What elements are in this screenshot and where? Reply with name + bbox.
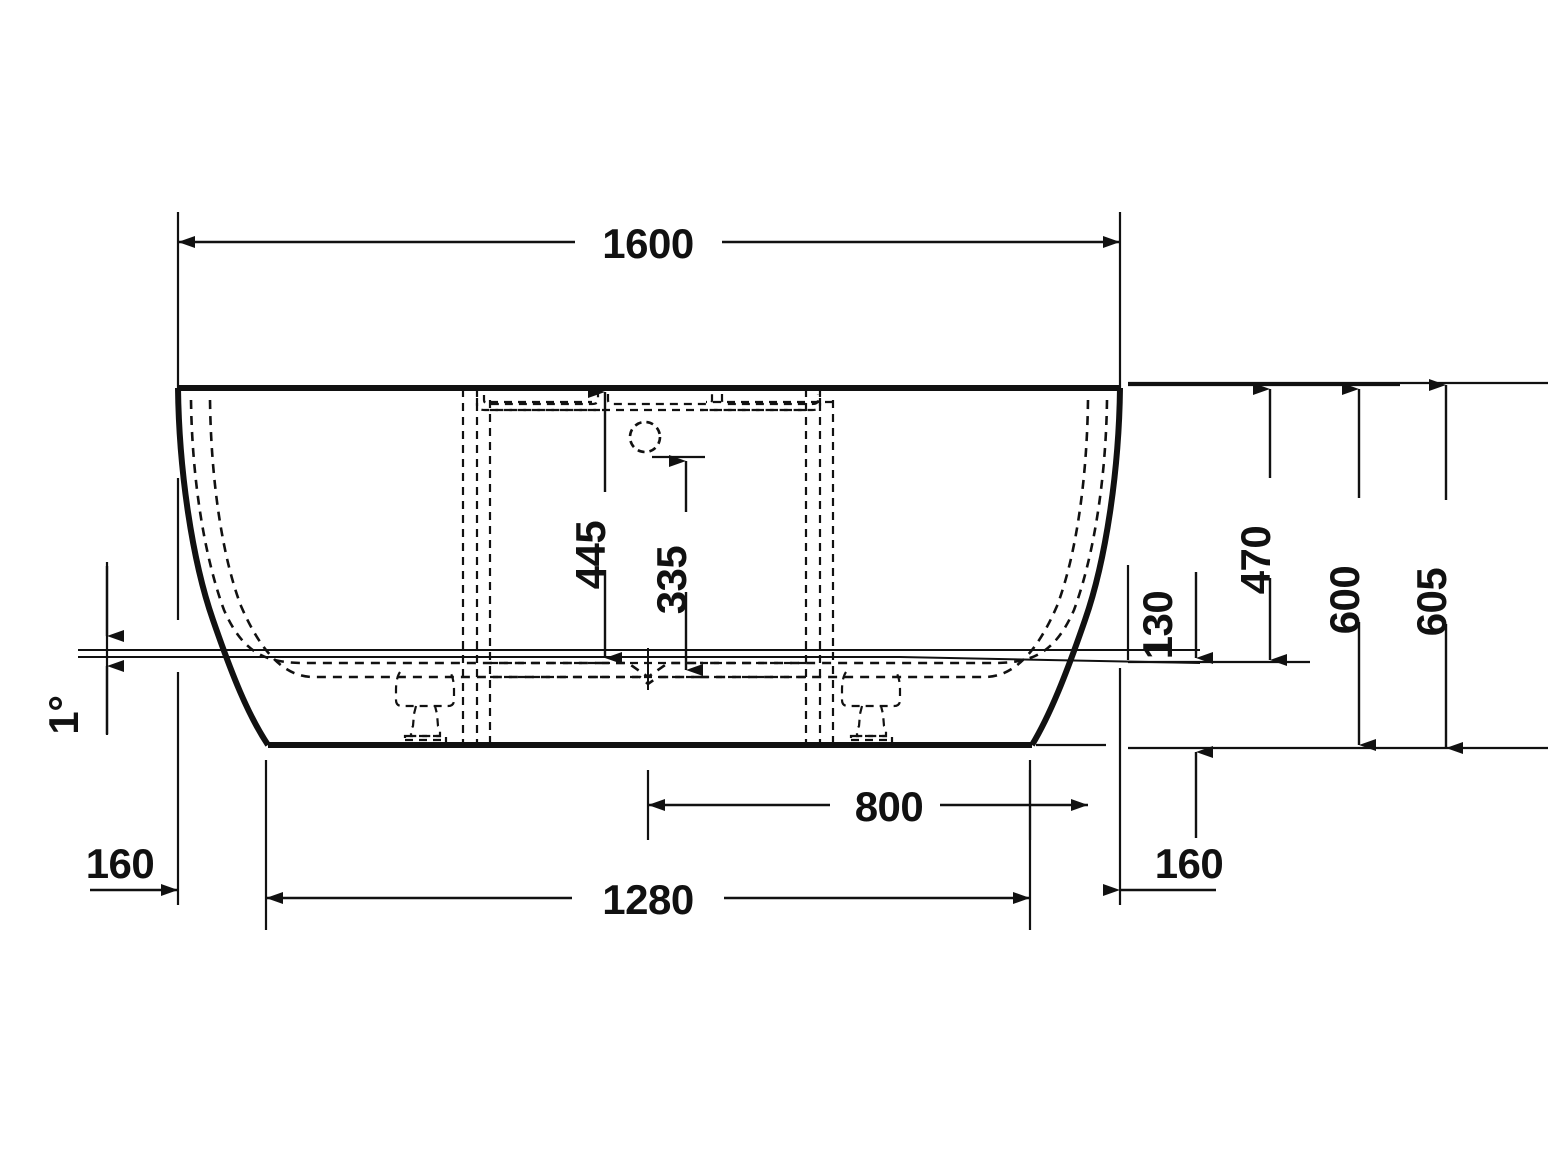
waterline-reference — [78, 648, 1201, 690]
body-height-label: 600 — [1321, 566, 1368, 635]
dimension-left-offset: 160 — [86, 840, 178, 896]
inner-bowl-hidden-lines — [189, 399, 1109, 686]
dimension-overall-width: 1600 — [178, 220, 1120, 267]
dimension-rim-to-waterline: 445 — [567, 386, 622, 664]
rim-to-waterline-label: 445 — [567, 521, 614, 590]
dimension-body-height: 600 — [1321, 383, 1376, 751]
dimension-overflow-height: 335 — [648, 455, 705, 676]
bathtub-feet-hidden-lines — [394, 671, 902, 747]
dimension-foot-height: 130 — [1126, 565, 1213, 664]
slope-angle-label: 1° — [40, 695, 87, 734]
dimension-slope-angle: 1° — [40, 562, 124, 735]
overall-width-label: 1600 — [602, 220, 693, 267]
dimension-base-width: 800 — [648, 783, 1088, 830]
inner-depth-label: 470 — [1232, 526, 1279, 595]
bathtub-outline — [175, 385, 1123, 748]
foot-height-label: 130 — [1134, 591, 1181, 660]
overflow-drain-hole — [628, 420, 662, 454]
right-offset-label: 160 — [1155, 840, 1224, 887]
base-span-label: 1280 — [602, 876, 693, 923]
dimension-base-span: 1280 — [266, 876, 1030, 923]
overall-height-label: 605 — [1408, 568, 1455, 637]
internal-frame-hidden-lines — [461, 389, 835, 745]
dimension-inner-depth: 470 — [1232, 383, 1287, 666]
dimension-right-offset: 160 — [1103, 746, 1224, 896]
base-width-label: 800 — [855, 783, 924, 830]
overflow-height-label: 335 — [648, 546, 695, 615]
dimension-overall-height: 605 — [1408, 379, 1463, 754]
left-offset-label: 160 — [86, 840, 155, 887]
